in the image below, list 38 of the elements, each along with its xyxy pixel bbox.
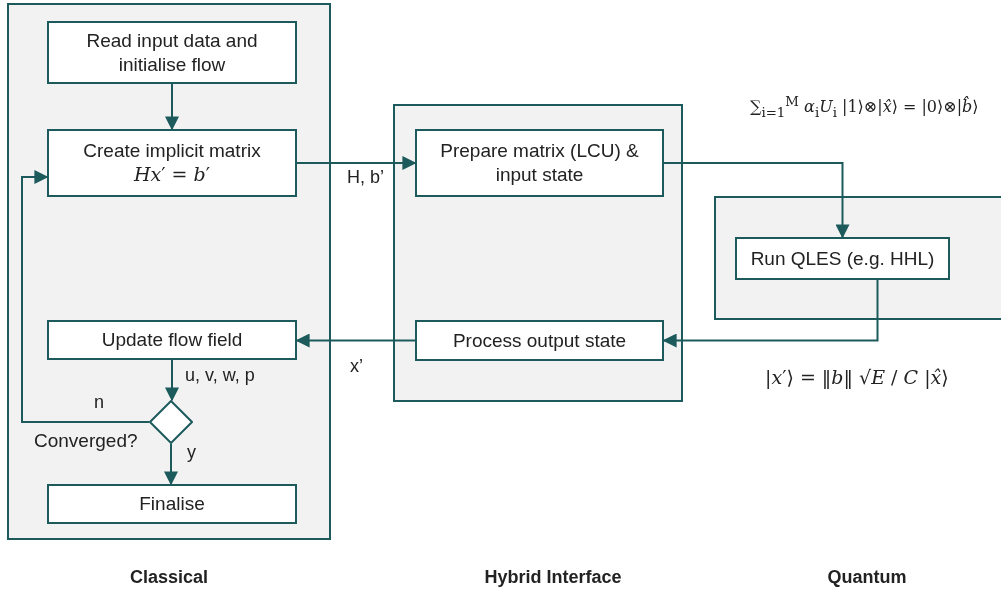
edge-label: H, b’	[347, 167, 384, 188]
panel-title: Quantum	[827, 567, 907, 588]
arrow	[165, 83, 179, 131]
arrow	[295, 333, 416, 348]
decision-diamond	[149, 400, 193, 444]
edge-label: y	[187, 442, 196, 463]
edge-label: n	[94, 392, 104, 413]
node-caption: Converged?	[34, 430, 138, 452]
formula: |x′⟩ = ‖b‖ √E / C |x̂⟩	[765, 366, 949, 388]
formula: Hx′ = b′	[132, 163, 212, 187]
box-text: Update flow field	[100, 328, 244, 352]
box-text: Process output state	[451, 328, 628, 353]
panel	[393, 104, 683, 402]
arrow	[663, 162, 850, 239]
process-box	[415, 320, 664, 361]
panel-title: Classical	[129, 567, 209, 588]
edge-label: u, v, w, p	[185, 365, 255, 386]
arrow	[296, 156, 417, 170]
box-text: Read input data and initialise flow	[85, 28, 259, 77]
edge-label: x’	[350, 356, 363, 377]
process-box	[47, 21, 297, 84]
process-box	[47, 129, 297, 197]
process-box	[415, 129, 664, 197]
box-text: Create implicit matrix	[82, 139, 262, 163]
formula: ∑$_{i=1}$$^{M}$ α$_{i}$U$_{i}$ |1⟩⊗|x̂⟩ = |0⟩⊗|b̂⟩	[750, 94, 979, 120]
box-text: Run QLES (e.g. HHL)	[749, 246, 936, 271]
process-box	[47, 320, 297, 360]
panel	[7, 3, 331, 540]
process-box	[735, 237, 950, 280]
arrow	[165, 359, 179, 402]
panel-title: Hybrid Interface	[484, 567, 622, 588]
arrow	[21, 170, 150, 423]
panel	[714, 196, 1001, 320]
arrow	[662, 279, 879, 348]
box-text: Prepare matrix (LCU) & input state	[439, 139, 640, 187]
process-box	[47, 484, 297, 524]
arrow	[164, 443, 178, 486]
box-text: Finalise	[138, 492, 206, 516]
